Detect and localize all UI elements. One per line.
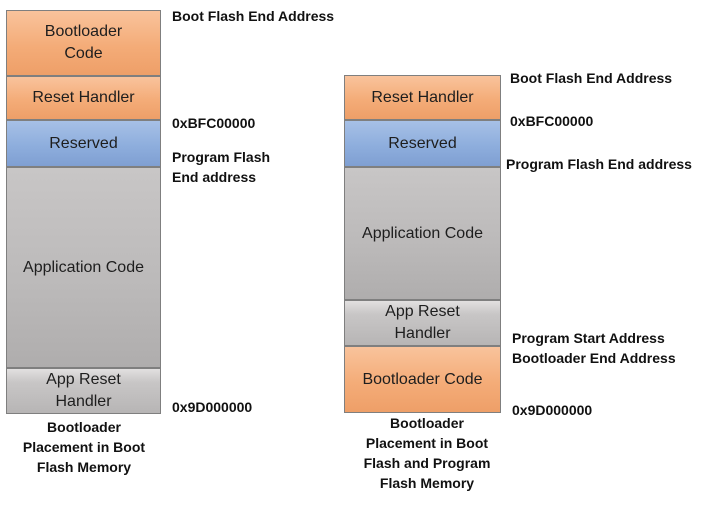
left-application-code-label: Application Code	[23, 258, 144, 276]
right-application-code-block: Application Code	[344, 167, 501, 300]
left-app-reset-handler-block: App Reset Handler	[6, 368, 161, 414]
right-bootloader-end-label: Bootloader End Address	[512, 350, 676, 366]
left-program-flash-end-label: Program Flash End address	[172, 149, 271, 185]
left-reserved-block: Reserved	[6, 120, 161, 167]
left-reset-handler-block: Reset Handler	[6, 76, 161, 120]
left-caption: Bootloader Placement in Boot Flash Memor…	[22, 419, 146, 475]
right-address-9d000000: 0x9D000000	[512, 402, 593, 418]
right-boot-flash-end-label: Boot Flash End Address	[510, 70, 673, 86]
left-reset-handler-label: Reset Handler	[32, 89, 135, 106]
right-app-reset-handler-label: App Reset Handler	[385, 303, 460, 342]
left-address-bfc00000: 0xBFC00000	[172, 115, 256, 131]
left-bootloader-code-block: Bootloader Code	[6, 10, 161, 76]
right-caption: Bootloader Placement in Boot Flash and P…	[363, 415, 491, 491]
left-reserved-label: Reserved	[49, 134, 118, 152]
right-program-start-label: Program Start Address	[512, 330, 665, 346]
right-bootloader-code-label: Bootloader Code	[362, 370, 483, 388]
right-program-flash-end-label: Program Flash End address	[506, 156, 692, 172]
right-application-code-label: Application Code	[362, 224, 483, 242]
left-address-9d000000: 0x9D000000	[172, 399, 253, 415]
right-reserved-label: Reserved	[388, 134, 457, 152]
right-reset-handler-label: Reset Handler	[371, 88, 474, 106]
right-address-bfc00000: 0xBFC00000	[510, 113, 594, 129]
right-app-reset-handler-block: App Reset Handler	[344, 300, 501, 346]
left-bootloader-code-label: Bootloader Code	[44, 23, 123, 62]
left-application-code-block: Application Code	[6, 167, 161, 368]
right-bootloader-code-block: Bootloader Code	[344, 346, 501, 413]
left-boot-flash-end-label: Boot Flash End Address	[172, 8, 335, 24]
right-reserved-block: Reserved	[344, 120, 501, 167]
right-reset-handler-block: Reset Handler	[344, 75, 501, 120]
left-app-reset-handler-label: App Reset Handler	[46, 371, 121, 410]
